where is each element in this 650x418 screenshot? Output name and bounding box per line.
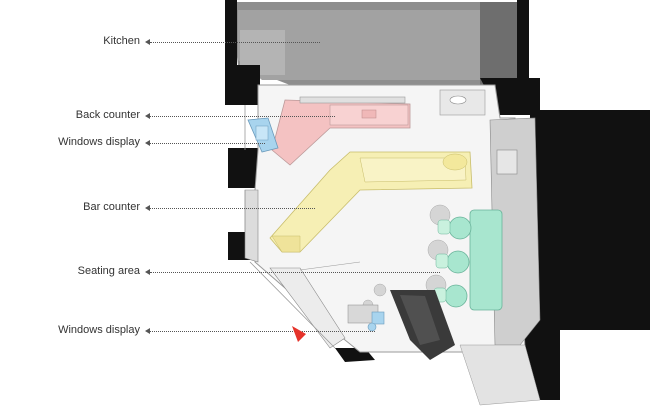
structural-walls <box>225 0 650 400</box>
back-counter-leader-arrow <box>145 113 150 119</box>
windows-display-bottom-leader-arrow <box>145 328 150 334</box>
kitchen-leader-line <box>150 42 320 43</box>
kitchen-block <box>230 2 525 85</box>
red-triangle-icon <box>292 326 306 342</box>
bar-counter-leader-line <box>150 208 315 209</box>
back-counter-label: Back counter <box>75 109 140 121</box>
seating-area-leader-line <box>150 272 440 273</box>
bar-counter-shape <box>269 151 473 253</box>
windows-display-top-leader-line <box>150 143 265 144</box>
seating-area-label: Seating area <box>77 265 140 277</box>
seating-area-shape <box>433 209 503 311</box>
windows-display-top-shape <box>247 117 279 153</box>
windows-display-bottom-leader-line <box>150 331 375 332</box>
windows-display-top-leader-arrow <box>145 140 150 146</box>
windows-display-top-label: Windows display <box>58 136 140 148</box>
bar-counter-label: Bar counter <box>83 201 140 213</box>
kitchen-label: Kitchen <box>103 35 140 47</box>
windows-display-bottom-label: Windows display <box>58 324 140 336</box>
bar-counter-leader-arrow <box>145 205 150 211</box>
seating-area-leader-arrow <box>145 269 150 275</box>
glazing-lines <box>244 105 336 349</box>
kitchen-leader-arrow <box>145 39 150 45</box>
entrance-area <box>269 261 541 406</box>
back-counter-leader-line <box>150 116 335 117</box>
